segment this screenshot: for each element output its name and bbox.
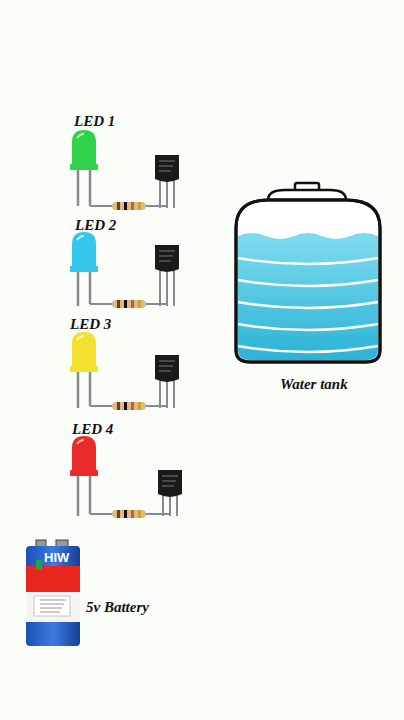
transistor-symbol	[155, 355, 179, 408]
led-stage	[70, 130, 179, 210]
led-label: LED 4	[72, 422, 113, 437]
battery-brand: HIW	[44, 551, 69, 564]
tank-ridge	[238, 258, 378, 264]
tank-ridge	[238, 324, 378, 330]
resistor-symbol	[104, 510, 152, 518]
tank-label: Water tank	[280, 377, 348, 392]
led-stage	[70, 436, 182, 518]
tank-ridge	[238, 346, 378, 352]
transistor-symbol	[155, 155, 179, 208]
resistor-symbol	[104, 300, 152, 308]
transistor-symbol	[158, 470, 182, 516]
led-label: LED 1	[74, 114, 115, 129]
led-label: LED 2	[75, 218, 116, 233]
transistor-symbol	[155, 245, 179, 306]
tank-ridge	[238, 302, 378, 308]
battery-9v	[26, 540, 80, 646]
led-symbol	[70, 130, 98, 206]
water-tank	[236, 183, 380, 362]
tank-ridge	[238, 280, 378, 286]
led-label: LED 3	[70, 317, 111, 332]
battery-label: 5v Battery	[86, 600, 149, 615]
led-stage	[70, 232, 179, 308]
led-symbol	[70, 332, 98, 408]
resistor-symbol	[104, 402, 152, 410]
led-symbol	[70, 436, 98, 516]
led-stage	[70, 332, 179, 410]
led-symbol	[70, 232, 98, 306]
resistor-symbol	[104, 202, 152, 210]
